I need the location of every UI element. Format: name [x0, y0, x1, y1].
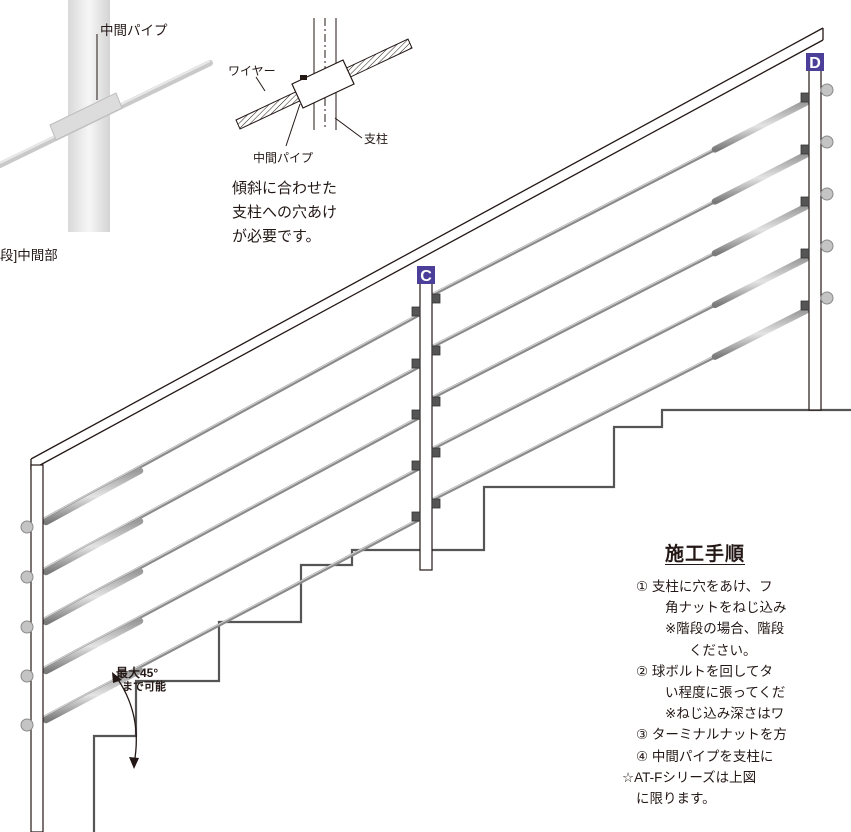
fittings-layer [20, 83, 834, 732]
nut-c-left-4 [411, 460, 421, 471]
ball-bolt-left-1 [20, 520, 34, 534]
angle-arrow-top [112, 672, 122, 683]
wire-run-left-1 [35, 309, 428, 525]
marker-d: D [806, 53, 824, 72]
procedure-list: ① 支柱に穴をあけ、フ 角ナットをねじ込み ※階段の場合、階段 ください。 ② … [622, 576, 787, 809]
post-left-body [30, 464, 44, 832]
stair-profile [92, 408, 851, 832]
ball-bolt-d-5 [820, 291, 834, 305]
wire-run-left-4 [35, 463, 428, 674]
post-d [808, 65, 822, 411]
marker-c: C [417, 266, 435, 285]
photo-intermediate-pipe [0, 0, 213, 232]
procedure-line-1: ① 支柱に穴をあけ、フ [636, 579, 773, 594]
wire-terminal-right-2 [711, 151, 810, 205]
detail-pipe [291, 59, 355, 109]
detail-wire-leader [255, 76, 266, 92]
wire-terminal-right-1 [711, 99, 810, 153]
procedure-line-9: ④ 中間パイプを支柱に [636, 748, 774, 764]
nut-d-3 [800, 196, 810, 207]
nut-c-right-3 [431, 396, 441, 407]
detail-wire-label: ワイヤー [228, 64, 276, 78]
ball-bolt-left-5 [20, 718, 34, 732]
nut-d-5 [800, 300, 810, 311]
ball-bolt-d-4 [820, 239, 834, 253]
procedure-line-8: ③ ターミナルナットを方 [636, 727, 787, 743]
nut-c-right-5 [431, 498, 441, 509]
handrail-top-line [30, 27, 824, 460]
stair-line [92, 408, 851, 832]
wire-run-left-3 [35, 412, 428, 625]
nut-c-left-3 [411, 409, 421, 420]
detail-post-label: 支柱 [364, 132, 389, 146]
nut-d-1 [800, 92, 810, 103]
post-c [419, 279, 433, 571]
ball-bolt-left-2 [20, 570, 34, 584]
detail-note-line-2: 支柱への穴あけ [232, 204, 338, 221]
wire-terminal-right-4 [711, 255, 810, 309]
detail-note-line-3: が必要です。 [232, 228, 321, 245]
detail-post-leader [334, 117, 363, 139]
wire-run-left-2 [35, 361, 428, 575]
procedure-line-6: い程度に張ってくだ [665, 685, 786, 701]
nut-c-left-2 [411, 358, 421, 369]
nut-d-4 [800, 248, 810, 259]
wire-highlight-left-5 [36, 514, 427, 721]
photo-pipe [49, 92, 123, 141]
detail-set-screw [300, 75, 307, 80]
wire-terminal-left-1 [42, 467, 144, 526]
nut-c-right-1 [431, 293, 441, 304]
post-left [30, 464, 44, 832]
detail-sketch [235, 18, 413, 147]
procedure-line-10: ☆AT-Fシリーズは上図 [622, 769, 757, 785]
ball-bolt-left-4 [20, 669, 34, 683]
wire-run-left-5 [35, 514, 428, 723]
marker-d-label: D [809, 55, 821, 72]
wire-terminal-right-3 [711, 203, 810, 257]
procedure-line-5: ② 球ボルトを回してタ [636, 663, 773, 679]
handrail-bottom-line [30, 39, 824, 471]
nut-c-left-5 [411, 511, 421, 522]
post-c-body [419, 279, 433, 571]
procedure-title: 施工手順 [665, 544, 746, 565]
procedure-line-3: ※階段の場合、階段 [665, 621, 785, 637]
procedure-line-2: 角ナットをねじ込み [665, 600, 787, 616]
marker-d-bg [806, 53, 824, 71]
marker-c-label: C [420, 268, 432, 285]
ball-bolt-left-3 [20, 620, 34, 634]
angle-label-line-2: まで可能 [122, 681, 166, 693]
wire-highlight-left-2 [36, 361, 427, 573]
wire-highlight-left-4 [36, 463, 427, 672]
wires-layer [35, 96, 817, 724]
angle-label-line-1: 最大45° [116, 666, 159, 680]
photo-caption: 段]中間部 [0, 248, 58, 263]
procedure-line-11: に限ります。 [636, 791, 716, 807]
nut-d-2 [800, 144, 810, 155]
detail-pipe-leader [285, 103, 301, 147]
procedure-line-4: ください。 [689, 642, 757, 658]
post-d-body [808, 65, 822, 411]
photo-pipe-label: 中間パイプ [100, 23, 168, 38]
ball-bolt-d-2 [820, 135, 834, 149]
detail-pipe-label: 中間パイプ [253, 151, 314, 165]
marker-c-bg [417, 266, 435, 284]
wire-terminal-right-5 [711, 307, 810, 360]
angle-arrow-bottom [129, 757, 139, 769]
wire-terminal-left-3 [42, 568, 144, 626]
nut-c-left-1 [411, 306, 421, 317]
angle-indicator [112, 672, 139, 769]
wire-terminal-left-5 [42, 667, 144, 724]
wire-highlight-left-1 [36, 309, 427, 523]
procedure-line-7: ※ねじ込み深さはワ [665, 706, 785, 722]
ball-bolt-d-1 [820, 83, 834, 97]
angle-arc [116, 677, 137, 765]
wire-highlight-left-3 [36, 412, 427, 623]
wire-terminal-left-4 [42, 617, 144, 675]
nut-c-right-4 [431, 447, 441, 458]
wire-terminal-left-2 [42, 518, 144, 576]
ball-bolt-d-3 [820, 187, 834, 201]
detail-note-line-1: 傾斜に合わせた [232, 180, 338, 197]
nut-c-right-2 [431, 345, 441, 356]
